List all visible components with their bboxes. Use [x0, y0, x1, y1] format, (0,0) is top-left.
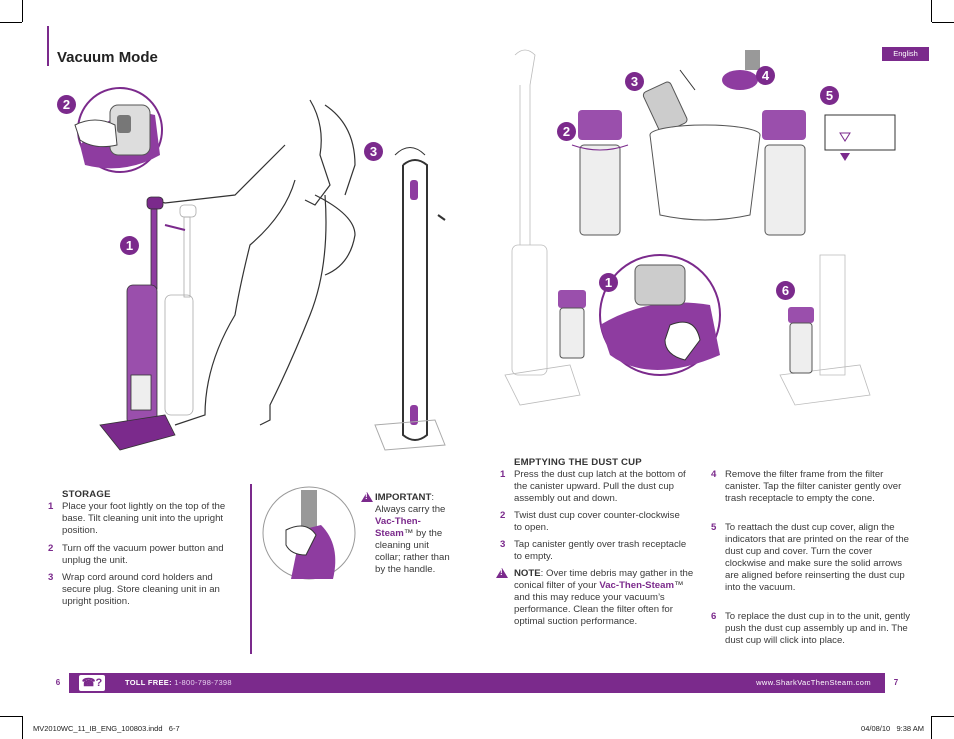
step-number: 1 [500, 469, 506, 480]
emptying-heading: EMPTYING THE DUST CUP [514, 457, 642, 468]
step-text: To replace the dust cup in to the unit, … [725, 611, 911, 646]
storage-step: 3 Wrap cord around cord holders and secu… [48, 572, 243, 608]
callout-badge: 1 [599, 273, 618, 292]
canister-tipped [642, 69, 696, 134]
important-note: IMPORTANT: Always carry the Vac-Then-Ste… [375, 492, 453, 576]
note-brand: Vac-Then-Steam [599, 580, 674, 591]
page-number-left: 6 [47, 673, 69, 693]
canister-open [571, 110, 629, 236]
storage-step: 1 Place your foot lightly on the top of … [48, 501, 243, 537]
emptying-step: 1 Press the dust cup latch at the bottom… [500, 469, 700, 505]
callout-badge: 3 [625, 72, 644, 91]
page-title: Vacuum Mode [57, 49, 158, 66]
alignment-indicator [824, 114, 896, 161]
footer-bar: 6 ☎? TOLL FREE: 1-800-798-7398 www.Shark… [47, 673, 907, 693]
note-label: NOTE [514, 568, 541, 579]
step-number: 6 [711, 611, 717, 622]
vacuum-step6 [779, 254, 871, 406]
crop-mark [0, 22, 22, 23]
collar-hand-illustration [262, 486, 356, 580]
crop-mark [931, 0, 932, 22]
emptying-step: 4 Remove the filter frame from the filte… [711, 469, 911, 505]
callout-badge: 6 [776, 281, 795, 300]
file-name: MV2010WC_11_IB_ENG_100803.indd 6-7 [33, 724, 180, 733]
toll-free: TOLL FREE: 1-800-798-7398 [125, 673, 232, 693]
canister-step1 [558, 290, 586, 359]
step-text: To reattach the dust cup cover, align th… [725, 522, 909, 593]
crop-mark [932, 716, 954, 717]
step-text: Wrap cord around cord holders and secure… [62, 572, 220, 607]
step-text: Tap canister gently over trash receptacl… [514, 539, 687, 562]
step-number: 2 [500, 510, 506, 521]
step-text: Turn off the vacuum power button and unp… [62, 543, 224, 566]
note-text-post: ™ and this may reduce your vacuum’s perf… [514, 580, 684, 627]
page-number-right: 7 [885, 673, 907, 693]
column-divider [250, 484, 252, 654]
step-number: 5 [711, 522, 717, 533]
storage-heading: STORAGE [62, 489, 111, 500]
emptying-step: 3 Tap canister gently over trash recepta… [500, 539, 690, 563]
important-label: IMPORTANT [375, 492, 432, 503]
header-rule [47, 26, 49, 66]
toll-free-label: TOLL FREE: [125, 678, 172, 687]
note-text: NOTE: Over time debris may gather in the… [514, 568, 699, 628]
crop-mark [0, 716, 22, 717]
vacuum-ghost [164, 204, 197, 416]
step-number: 3 [500, 539, 506, 550]
vacuum-purple [99, 196, 176, 451]
power-button-zoom-circle [74, 87, 163, 173]
crop-mark [931, 716, 932, 739]
canister-step6 [788, 307, 814, 374]
crop-mark [22, 0, 23, 22]
crop-mark [22, 716, 23, 739]
filter-frame [722, 50, 760, 90]
cord-wrapped-vacuum [374, 147, 446, 451]
step-number: 2 [48, 543, 54, 554]
emptying-step: 6 To replace the dust cup in to the unit… [711, 611, 911, 647]
callout-badge: 5 [820, 86, 839, 105]
dust-cup-illustration [504, 49, 896, 406]
step-text: Remove the filter frame from the filter … [725, 469, 902, 504]
note-text-pre: : Over time debris may gather in the con… [514, 568, 694, 591]
important-text-pre: : Always carry the [375, 492, 446, 515]
website-link[interactable]: www.SharkVacThenSteam.com [756, 678, 871, 687]
language-tab: English [882, 47, 929, 61]
warning-icon [361, 492, 373, 502]
emptying-step: 2 Twist dust cup cover counter-clockwise… [500, 510, 690, 534]
crop-mark [932, 22, 954, 23]
callout-badge: 3 [364, 142, 383, 161]
latch-zoom-circle [599, 254, 721, 376]
phone-icon: ☎? [79, 675, 105, 691]
callout-badge: 2 [57, 95, 76, 114]
trash-receptacle [649, 124, 761, 221]
step-number: 4 [711, 469, 717, 480]
callout-badge: 1 [120, 236, 139, 255]
step-number: 1 [48, 501, 54, 512]
warning-icon [496, 568, 508, 578]
toll-free-number: 1-800-798-7398 [174, 678, 232, 687]
step-text: Press the dust cup latch at the bottom o… [514, 469, 686, 504]
important-brand: Vac-Then-Steam [375, 516, 421, 539]
vacuum-ghost-left [504, 49, 581, 406]
person-figure [154, 99, 356, 426]
canister-closed [762, 110, 806, 236]
timestamp: 04/08/10 9:38 AM [861, 724, 924, 733]
step-text: Twist dust cup cover counter-clockwise t… [514, 510, 680, 533]
important-text-post: ™ by the cleaning unit collar; rather th… [375, 528, 450, 575]
emptying-step: 5 To reattach the dust cup cover, align … [711, 522, 911, 594]
callout-badge: 2 [557, 122, 576, 141]
storage-step: 2 Turn off the vacuum power button and u… [48, 543, 243, 567]
step-text: Place your foot lightly on the top of th… [62, 501, 226, 536]
step-number: 3 [48, 572, 54, 583]
storage-illustration [74, 87, 446, 451]
callout-badge: 4 [756, 66, 775, 85]
